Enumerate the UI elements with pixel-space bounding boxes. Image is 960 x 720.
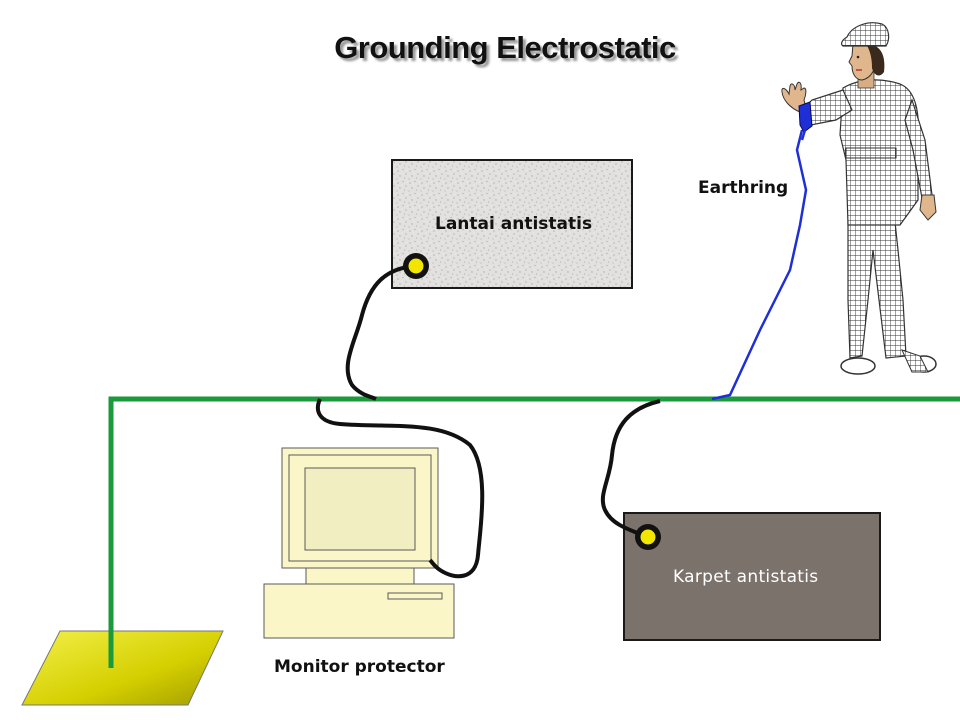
earthring-wire <box>711 129 808 401</box>
diagram-title: Grounding Electrostatic <box>334 30 676 65</box>
antistatic-floor-tile <box>391 159 633 289</box>
person-in-antistatic-suit-icon <box>781 22 937 375</box>
monitor-cable <box>315 398 485 579</box>
ground-wire <box>108 396 960 668</box>
carpet-cable <box>600 399 661 539</box>
antistatic-carpet <box>623 512 881 641</box>
floor-terminal <box>403 253 429 279</box>
computer-monitor-icon <box>263 447 455 639</box>
floor-cable <box>345 264 417 401</box>
carpet-label: Karpet antistatis <box>673 567 819 587</box>
floor-label: Lantai antistatis <box>435 214 593 234</box>
ground-plate-icon <box>21 630 224 706</box>
carpet-terminal <box>635 524 661 550</box>
monitor-label: Monitor protector <box>274 657 445 677</box>
earthring-label: Earthring <box>698 178 789 198</box>
